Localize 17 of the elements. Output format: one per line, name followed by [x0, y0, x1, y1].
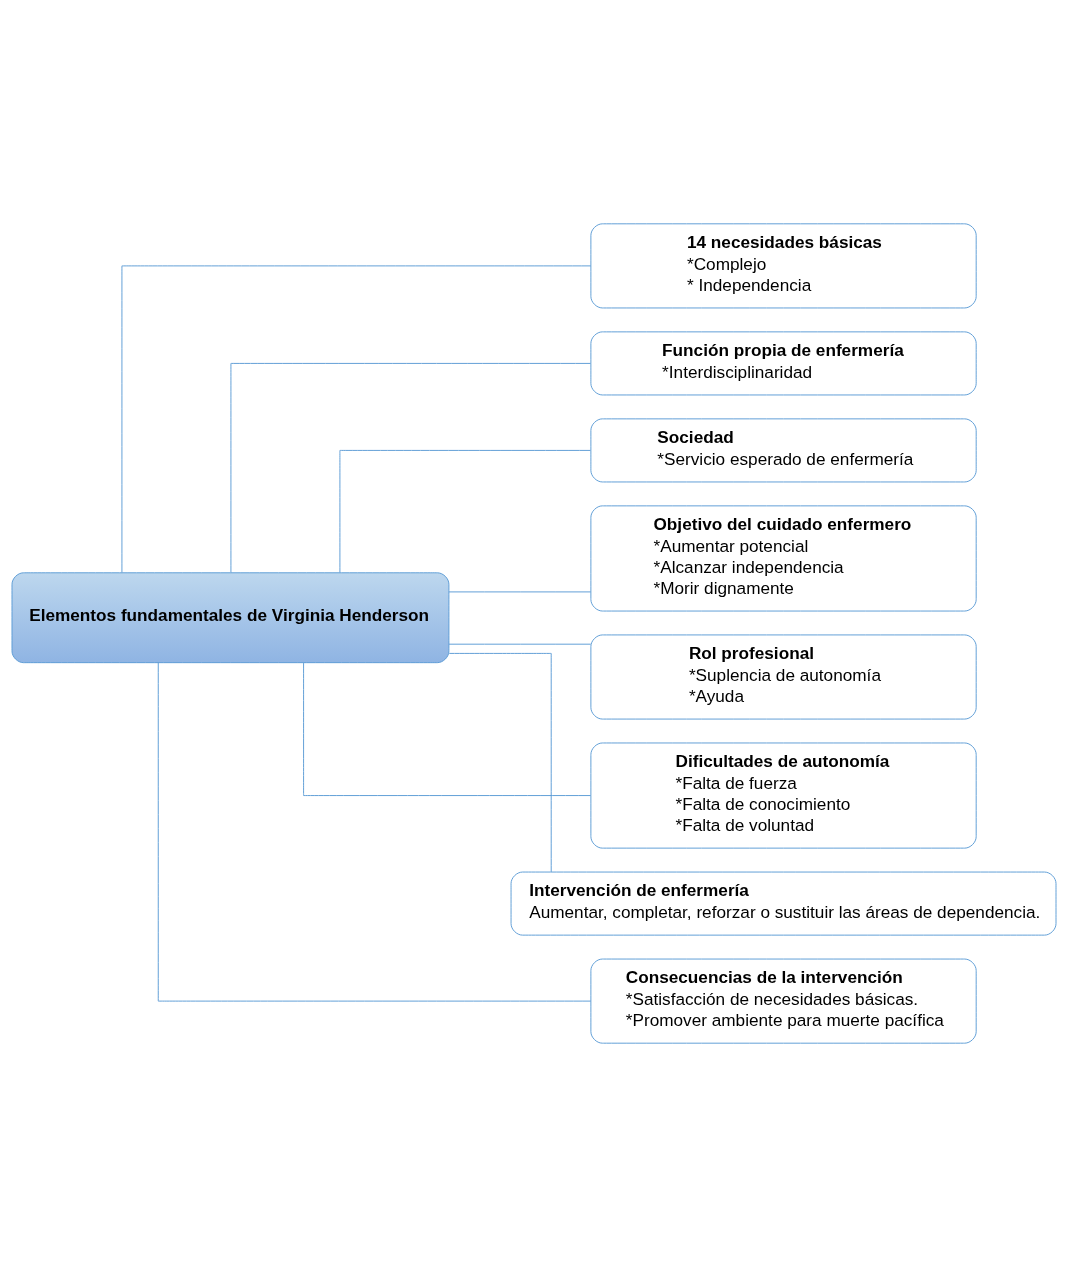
- connector: [157, 661, 592, 1002]
- node-box: Consecuencias de la intervención *Satisfacción de necesidades básicas. *Promover ambiente para muerte pacífica: [590, 958, 977, 1044]
- node-box: Intervención de enfermería Aumentar, completar, reforzar o sustituir las áreas de dependencia.: [510, 871, 1057, 936]
- node-box: Sociedad *Servicio esperado de enfermería: [590, 417, 977, 482]
- node-box: Rol profesional *Suplencia de autonomía *Ayuda: [590, 633, 977, 720]
- connector: [448, 652, 552, 872]
- node-box: Función propia de enfermería *Interdisciplinaridad: [590, 330, 977, 395]
- node-box: Elementos fundamentales de Virginia Henderson: [11, 571, 450, 663]
- node-box: 14 necesidades básicas *Complejo * Independencia: [590, 222, 977, 308]
- node-box: Objetivo del cuidado enfermero *Aumentar potencial *Alcanzar independencia *Morir dignamente: [590, 504, 977, 611]
- connector: [448, 590, 592, 592]
- connector: [339, 449, 592, 573]
- connector: [121, 264, 592, 573]
- connector: [303, 662, 592, 796]
- node-box: Dificultades de autonomía *Falta de fuerza *Falta de conocimiento *Falta de voluntad: [590, 742, 977, 849]
- connector: [448, 643, 592, 645]
- connector: [230, 362, 592, 573]
